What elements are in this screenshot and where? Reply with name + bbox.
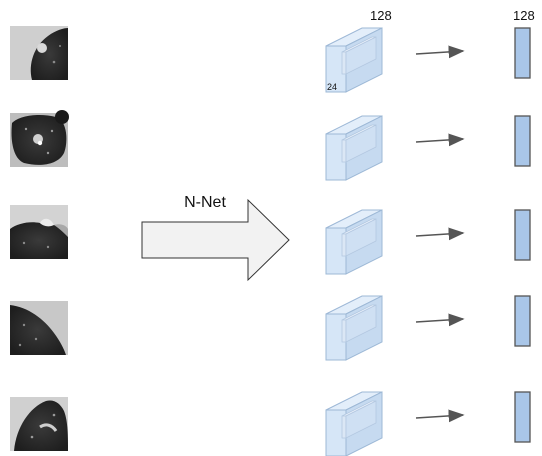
- ct-patch-3: [10, 205, 68, 259]
- mapping-arrow-5: [415, 409, 465, 423]
- ct-patch-1: [10, 26, 68, 80]
- n-net-arrow: [141, 198, 290, 282]
- feature-vector-1: [514, 27, 531, 79]
- mapping-arrow-3: [415, 227, 465, 241]
- feature-cube-1: [325, 27, 383, 93]
- ct-patch-2: [10, 110, 69, 167]
- mapping-arrow-4: [415, 313, 465, 327]
- feature-vector-2: [514, 115, 531, 167]
- mapping-arrow-1: [415, 45, 465, 59]
- cube-depth-label: 24: [327, 82, 337, 92]
- n-net-label: N-Net: [184, 194, 226, 211]
- feature-cube-4: [325, 295, 383, 361]
- ct-patch-4: [10, 301, 68, 355]
- vector-length-label: 128: [513, 8, 535, 23]
- feature-vector-3: [514, 209, 531, 261]
- feature-vector-4: [514, 295, 531, 347]
- mapping-arrow-2: [415, 133, 465, 147]
- ct-patch-5: [10, 397, 68, 451]
- feature-vector-5: [514, 391, 531, 443]
- feature-cube-5: [325, 391, 383, 456]
- feature-cube-2: [325, 115, 383, 181]
- cube-width-label: 128: [370, 8, 392, 23]
- feature-cube-3: [325, 209, 383, 275]
